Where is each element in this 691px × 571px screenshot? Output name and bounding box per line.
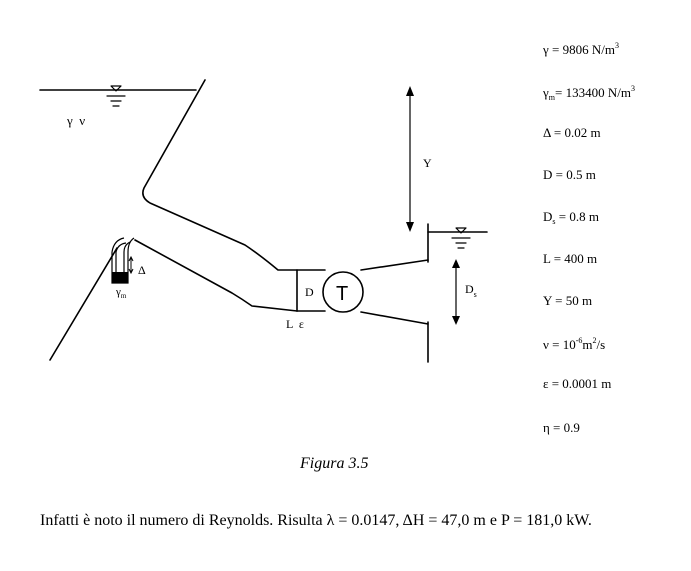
reservoir-fluid-label: γ ν [66, 113, 85, 128]
param-viscosity: ν = 10-6m2/s [543, 336, 606, 352]
head-arrow-top [406, 86, 414, 96]
outlet-diameter-label: Ds [465, 282, 477, 299]
param-gamma-m: γm= 133400 N/m3 [543, 84, 635, 102]
outlet-arrow-top [452, 259, 460, 268]
param-gamma: γ = 9806 N/m3 [543, 41, 619, 57]
param-head: Y = 50 m [543, 293, 593, 308]
turbine-label: T [336, 283, 348, 305]
hydraulic-plant-diagram: γ ν Δ γm D T L ε Y Ds [39, 79, 488, 363]
param-diameter: D = 0.5 m [543, 167, 596, 182]
differential-manometer [111, 237, 135, 284]
figure-caption: Figura 3.5 [300, 455, 369, 472]
penstock-lower-wall [134, 239, 298, 312]
body-paragraph: Infatti è noto il numero di Reynolds. Ri… [40, 512, 592, 529]
reservoir-lower-wall [49, 247, 118, 361]
param-roughness: ε = 0.0001 m [543, 376, 612, 391]
param-length: L = 400 m [543, 251, 598, 266]
param-efficiency: η = 0.9 [543, 420, 580, 435]
head-arrow-bottom [406, 222, 414, 232]
manometer-delta-label: Δ [138, 263, 146, 277]
param-outlet-diameter: Ds = 0.8 m [543, 209, 599, 226]
water-level-symbol-upper [106, 85, 126, 107]
outlet-arrow-bottom [452, 316, 460, 325]
head-label: Y [423, 156, 432, 170]
manometer-gamma-label: γm [115, 286, 127, 300]
draft-tube-bottom [360, 311, 429, 325]
length-roughness-label: L ε [286, 317, 304, 331]
param-delta: Δ = 0.02 m [543, 125, 601, 140]
water-level-symbol-lower [451, 227, 471, 249]
diameter-label: D [305, 285, 314, 299]
penstock-upper-wall [142, 79, 298, 271]
draft-tube-top [360, 259, 429, 271]
turbine-circle [322, 271, 364, 313]
